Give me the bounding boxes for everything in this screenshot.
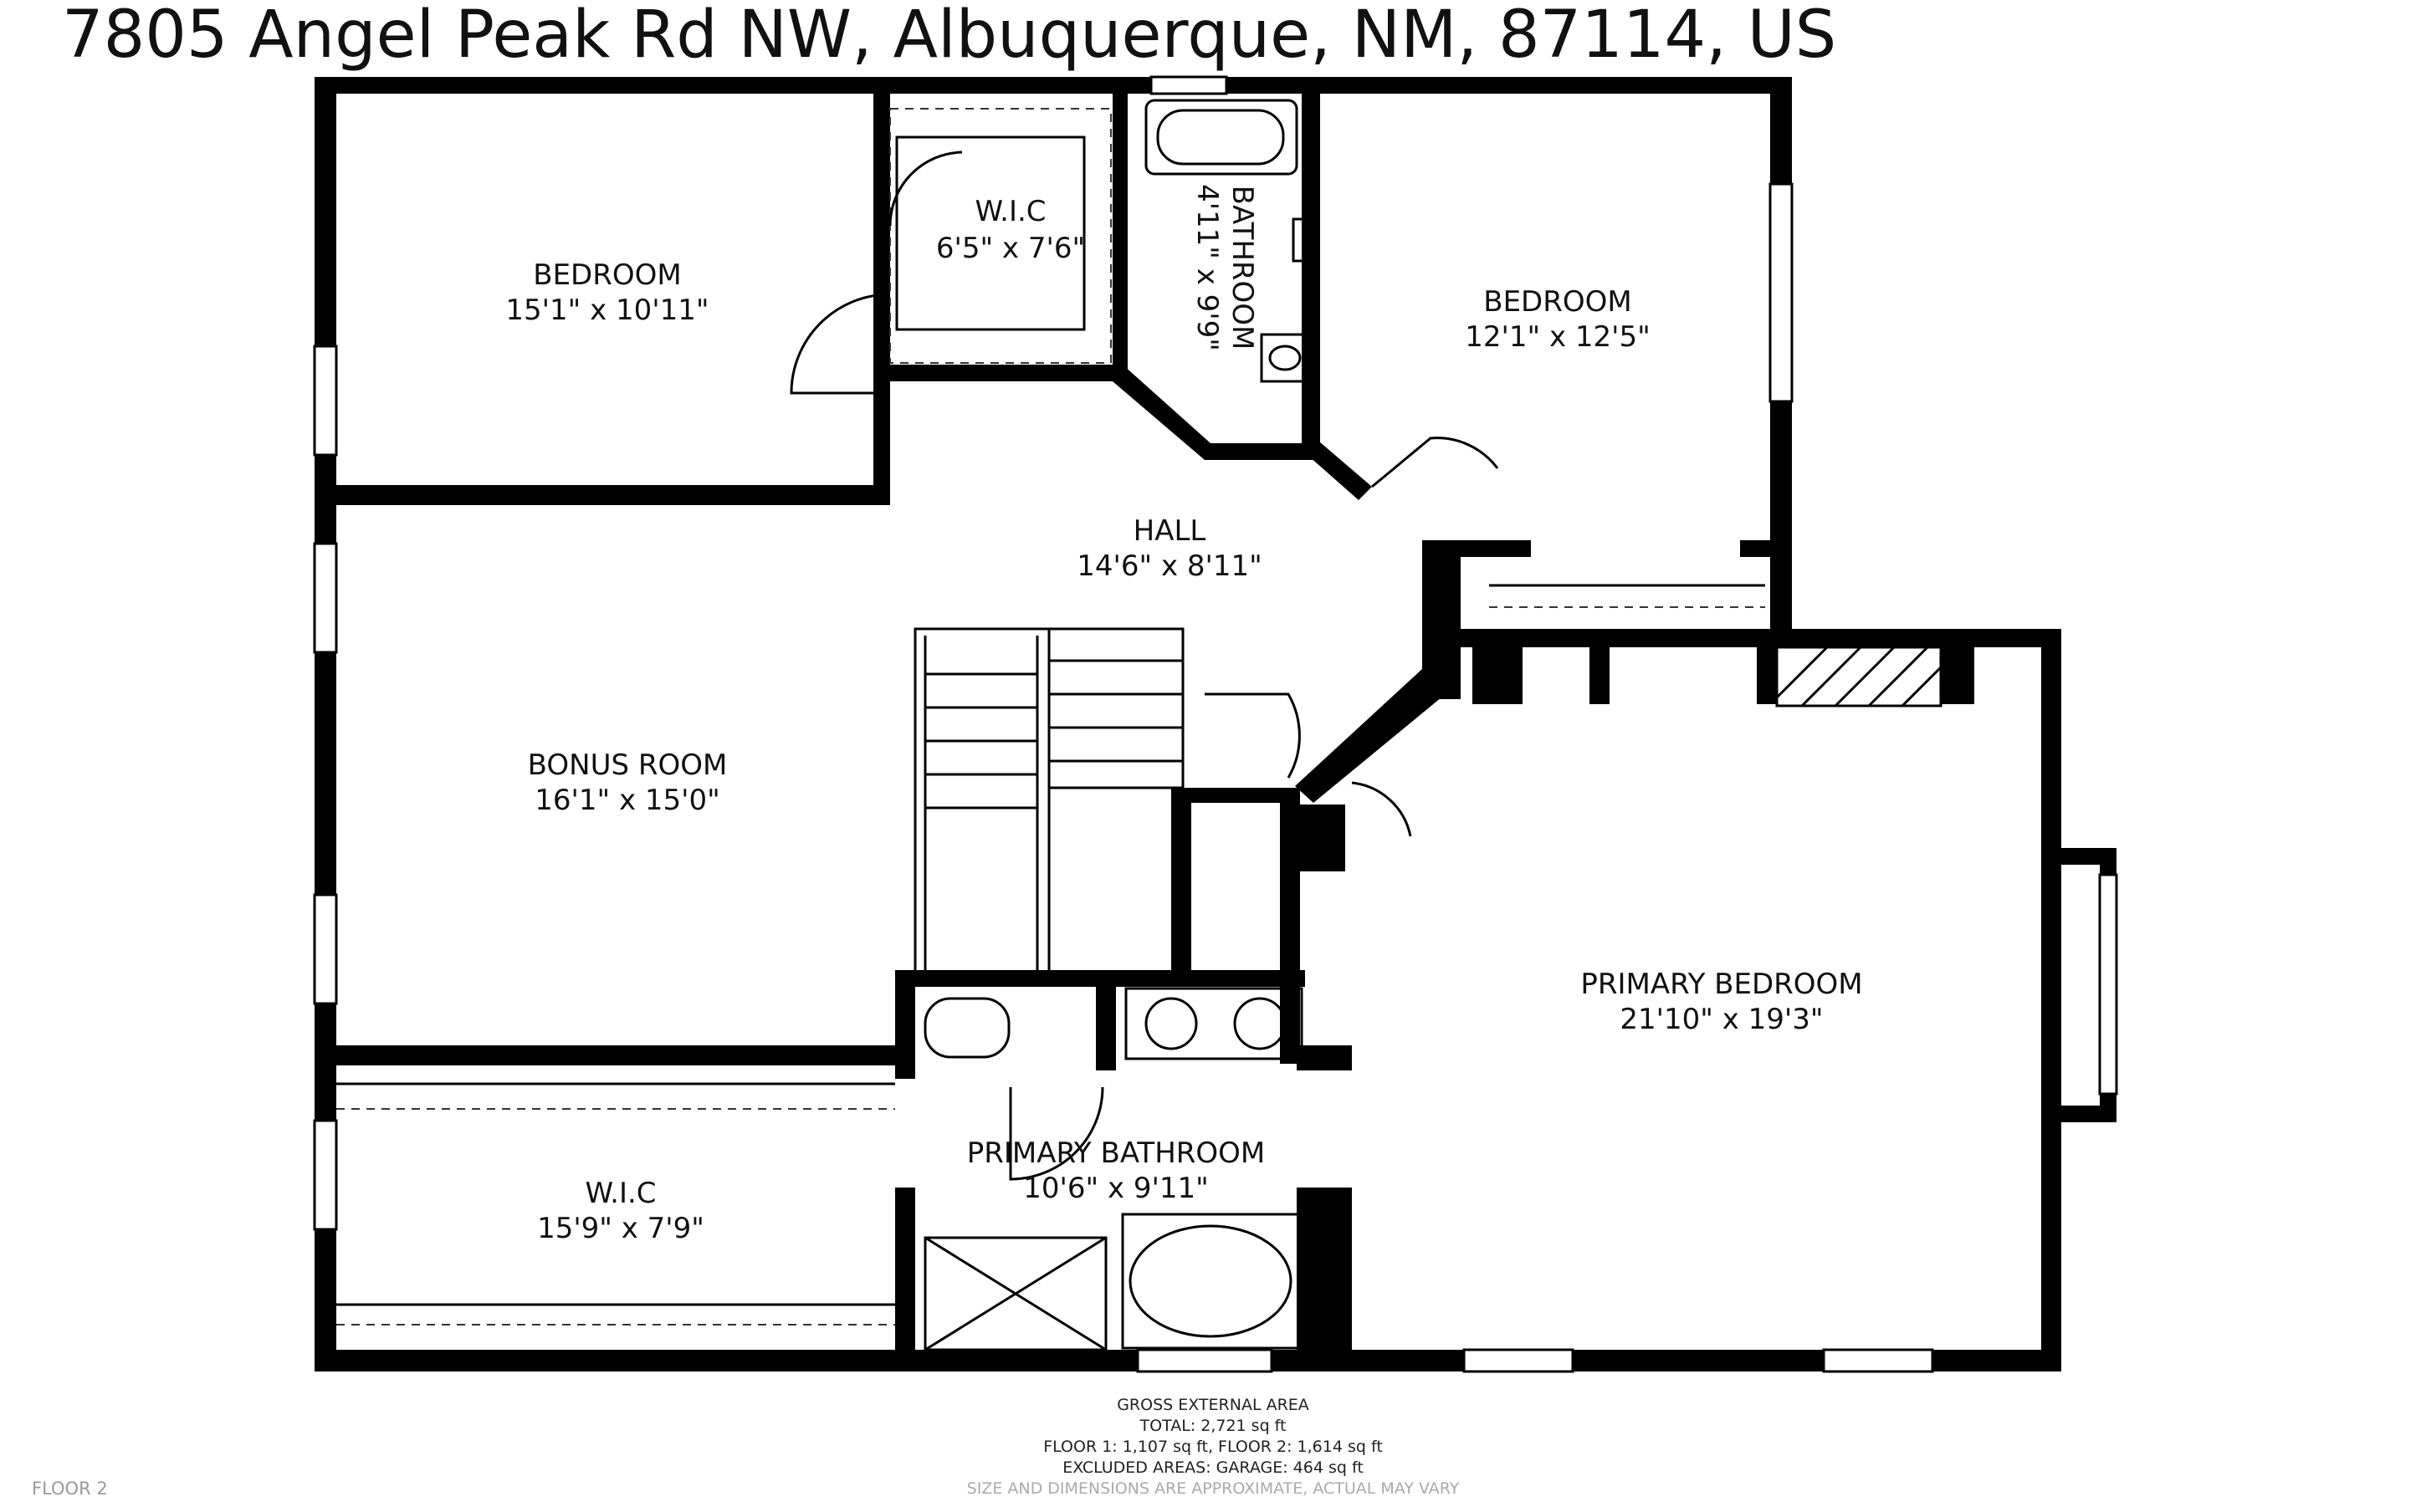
room-label-primary-bathroom: PRIMARY BATHROOM [967,1137,1266,1170]
room-dims-bedroom-2: 12'1" x 12'5" [1465,320,1651,354]
diagonal-walls [1113,365,1456,803]
room-dims-wic-1: 6'5" x 7'6" [936,232,1085,265]
room-dims-wic-2: 15'9" x 7'9" [537,1212,704,1245]
area-total: TOTAL: 2,721 sq ft [1139,1417,1287,1435]
plan-title: 7805 Angel Peak Rd NW, Albuquerque, NM, … [62,0,1837,73]
floor-label: FLOOR 2 [32,1479,108,1499]
room-label-bedroom-2: BEDROOM [1483,285,1631,319]
room-dims-primary-bathroom: 10'6" x 9'11" [1023,1172,1209,1205]
area-summary: GROSS EXTERNAL AREA TOTAL: 2,721 sq ft F… [920,1395,1506,1499]
closet-shelves [336,108,1765,1326]
room-dims-bonus-room: 16'1" x 15'0" [535,784,720,817]
windows [313,75,2118,1373]
room-dims-bathroom: 4'11" x 9'9" [1190,184,1224,351]
room-label-bathroom: BATHROOM [1226,186,1259,350]
fixtures [924,99,1313,1351]
room-dims-bedroom-1: 15'1" x 10'11" [505,294,709,327]
room-label-bonus-room: BONUS ROOM [528,748,728,782]
room-label-wic-2: W.I.C [585,1177,656,1210]
room-label-wic-1: W.I.C [975,195,1046,228]
area-heading: GROSS EXTERNAL AREA [1117,1396,1309,1414]
area-floors: FLOOR 1: 1,107 sq ft, FLOOR 2: 1,614 sq … [1043,1438,1383,1456]
room-label-hall: HALL [1134,514,1206,548]
doors [790,151,1499,1181]
fireplace [1775,646,1942,707]
room-labels: BEDROOM 15'1" x 10'11" W.I.C 6'5" x 7'6"… [505,184,1862,1245]
room-dims-primary-bedroom: 21'10" x 19'3" [1620,1003,1823,1036]
area-excluded: EXCLUDED AREAS: GARAGE: 464 sq ft [1062,1458,1364,1477]
room-label-primary-bedroom: PRIMARY BEDROOM [1580,968,1862,1001]
area-disclaimer: SIZE AND DIMENSIONS ARE APPROXIMATE, ACT… [966,1479,1460,1498]
room-dims-hall: 14'6" x 8'11" [1077,549,1262,583]
staircase [914,627,1185,973]
room-label-bedroom-1: BEDROOM [533,258,681,292]
